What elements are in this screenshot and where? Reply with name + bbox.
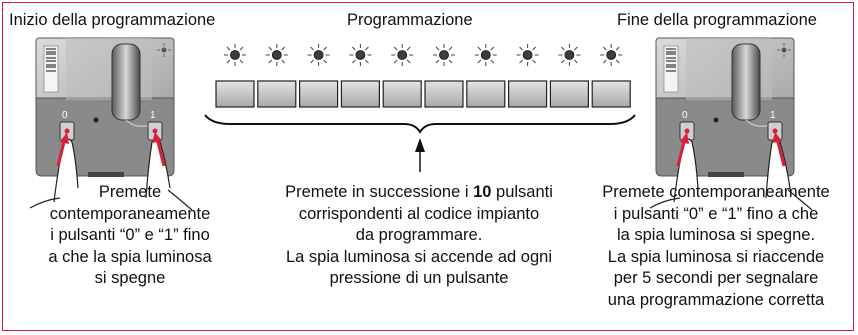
device-end-button-1-label: 1 [770,110,776,121]
description-end-line: per 5 secondi per segnalare [613,269,819,287]
programming-key [466,80,506,108]
programming-key [382,80,422,108]
led-indicator-icon [474,43,498,67]
diagram-frame [2,2,854,331]
programming-key [257,80,297,108]
led-indicator-icon [599,43,623,67]
description-end-line: La spia luminosa si riaccende [607,247,825,266]
description-start-line: si spegne [94,269,166,287]
programming-key [299,80,339,108]
heading-start: Inizio della programmazione [9,11,216,29]
description-text-pre: Premete in successione i [285,183,474,201]
description-programming-line: La spia luminosa si accende ad ogni [285,247,552,266]
programming-key [549,80,590,108]
description-end-line: i pulsanti “0” e “1” fino a che [613,204,819,223]
programming-key [591,80,631,108]
programming-brace [204,114,636,134]
led-indicator-row [223,43,623,67]
device-start-button-0-label: 0 [62,110,68,121]
description-end-line: una programmazione corretta [607,290,825,309]
description-programming-line: pressione di un pulsante [329,269,509,287]
description-programming-line: corrispondenti al codice impianto [298,204,540,223]
led-indicator-icon [223,43,247,67]
description-end-line: la spia luminosa si spegne. [616,226,816,244]
description-text-post: pulsanti [491,183,553,201]
device-end: 0 1 [648,36,814,212]
description-start: Premete contemporaneamente i pulsanti “0… [40,182,220,290]
description-programming: Premete in successione i 10 pulsanti cor… [252,182,586,290]
programming-key-row [215,80,631,108]
device-start: 0 1 [28,36,194,212]
programming-key [424,80,464,108]
description-start-line: contemporaneamente [49,204,211,223]
description-programming-line: da programmare. [355,226,483,244]
led-indicator-icon [348,43,372,67]
led-indicator-icon [557,43,581,67]
device-end-button-0-label: 0 [682,110,688,121]
heading-programming: Programmazione [347,11,473,29]
heading-end: Fine della programmazione [617,11,817,29]
arrow-up-icon [415,138,425,172]
description-programming-line: Premete in successione i 10 pulsanti [252,182,586,204]
programming-key [508,80,548,108]
programming-key [340,80,380,108]
device-start-button-1-label: 1 [150,110,156,121]
description-start-line: i pulsanti “0” e “1” fino [50,226,210,244]
description-end-line: Premete contemporaneamente [602,183,830,201]
led-indicator-icon [516,43,540,67]
button-count-emphasis: 10 [473,183,492,201]
led-indicator-icon [307,43,331,67]
led-indicator-icon [432,43,456,67]
description-start-line: a che la spia luminosa [48,247,212,266]
programming-key [215,80,255,108]
description-end: Premete contemporaneamente i pulsanti “0… [582,182,850,311]
led-indicator-icon [265,43,289,67]
description-start-line: Premete [98,183,162,201]
led-indicator-icon [390,43,414,67]
